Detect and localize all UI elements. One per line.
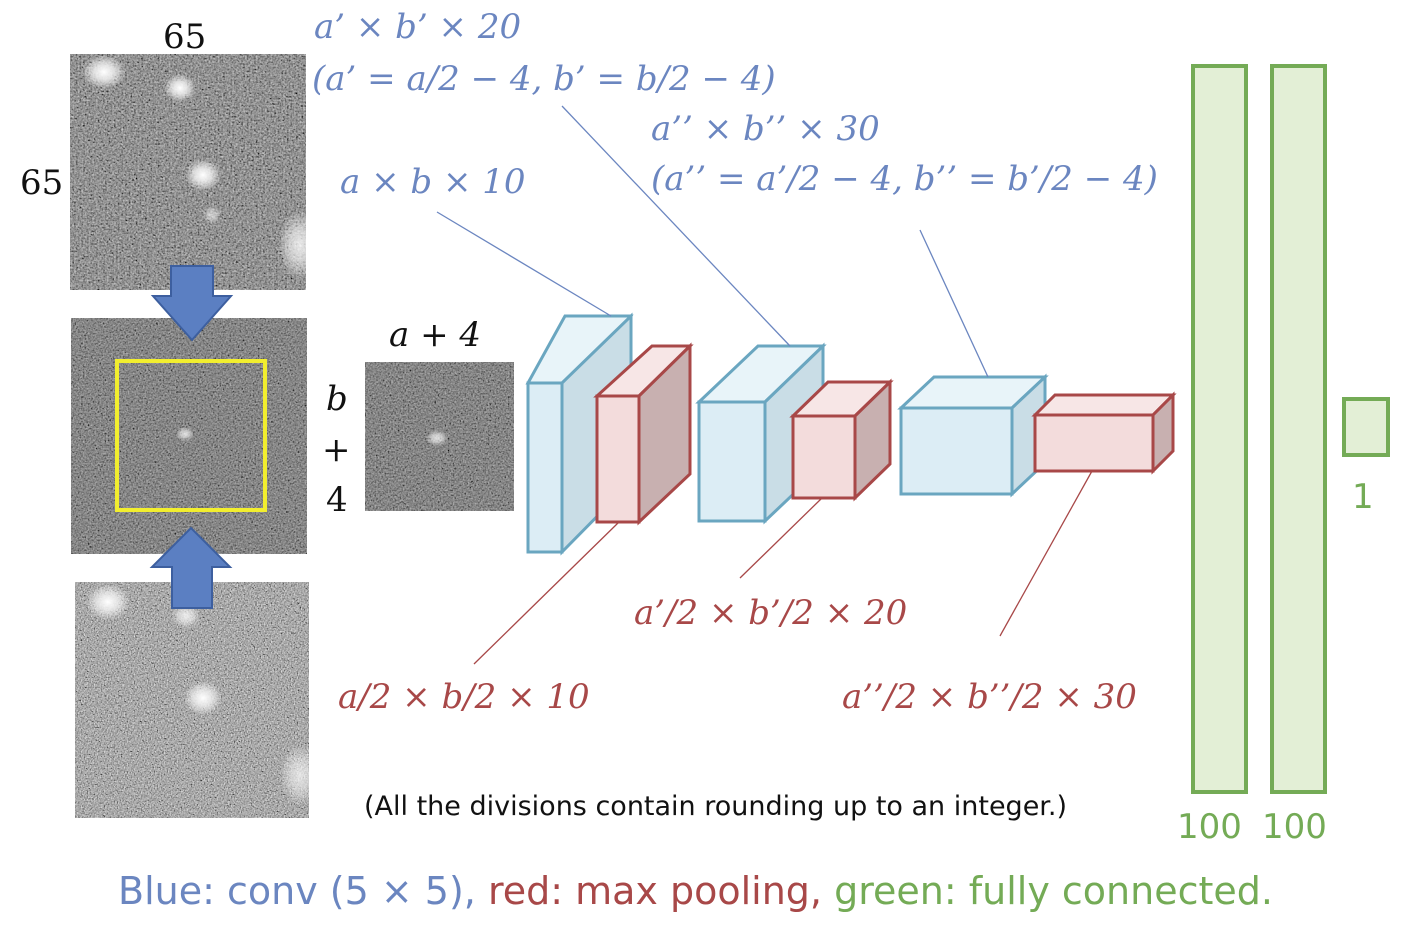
input-height-label: 65 bbox=[20, 163, 64, 203]
reference-image bbox=[75, 582, 309, 818]
output-size-label: 1 bbox=[1352, 477, 1374, 517]
down-arrow bbox=[150, 265, 234, 342]
pool2-shape-label: a’/2 × b’/2 × 20 bbox=[634, 593, 908, 633]
pool-block-1 bbox=[593, 342, 694, 526]
legend-green: green: fully connected. bbox=[834, 869, 1273, 913]
legend-blue: Blue: conv (5 × 5), bbox=[118, 869, 476, 913]
up-arrow bbox=[149, 526, 233, 609]
output-node bbox=[1342, 397, 1390, 457]
pool-block-2 bbox=[789, 378, 894, 502]
conv2-shape-label: a’ × b’ × 20 bbox=[314, 7, 522, 47]
conv-block-3 bbox=[897, 373, 1049, 498]
leader-conv3 bbox=[919, 229, 989, 378]
fc1-size-label: 100 bbox=[1177, 807, 1242, 847]
fc-layer-1 bbox=[1191, 64, 1248, 794]
legend-red: red: max pooling, bbox=[487, 869, 823, 913]
pool-block-3 bbox=[1031, 391, 1177, 475]
crop-height-plus: + bbox=[322, 430, 351, 470]
crop-patch bbox=[365, 362, 514, 511]
crop-height-b: b bbox=[326, 379, 348, 419]
leader-pool2 bbox=[739, 497, 823, 579]
leader-conv2 bbox=[561, 105, 791, 347]
pool3-shape-label: a’’/2 × b’’/2 × 30 bbox=[842, 677, 1137, 717]
crop-box bbox=[115, 359, 267, 512]
pool1-shape-label: a/2 × b/2 × 10 bbox=[338, 677, 590, 717]
centered-image bbox=[71, 318, 307, 554]
crop-height-4: 4 bbox=[326, 480, 348, 520]
fc2-size-label: 100 bbox=[1262, 807, 1327, 847]
conv1-shape-label: a × b × 10 bbox=[340, 162, 526, 202]
leader-conv1 bbox=[436, 211, 612, 317]
leader-pool3 bbox=[999, 470, 1093, 637]
crop-width-label: a + 4 bbox=[389, 315, 482, 355]
input-width-label: 65 bbox=[163, 17, 207, 57]
conv2-formula-label: (a’ = a/2 − 4, b’ = b/2 − 4) bbox=[312, 59, 776, 99]
input-image bbox=[70, 54, 306, 290]
conv3-shape-label: a’’ × b’’ × 30 bbox=[651, 109, 880, 149]
leader-pool1 bbox=[473, 521, 620, 665]
conv3-formula-label: (a’’ = a’/2 − 4, b’’ = b’/2 − 4) bbox=[651, 159, 1158, 199]
fc-layer-2 bbox=[1270, 64, 1327, 794]
legend: Blue: conv (5 × 5), red: max pooling, gr… bbox=[118, 872, 1273, 910]
rounding-note: (All the divisions contain rounding up t… bbox=[364, 791, 1068, 822]
